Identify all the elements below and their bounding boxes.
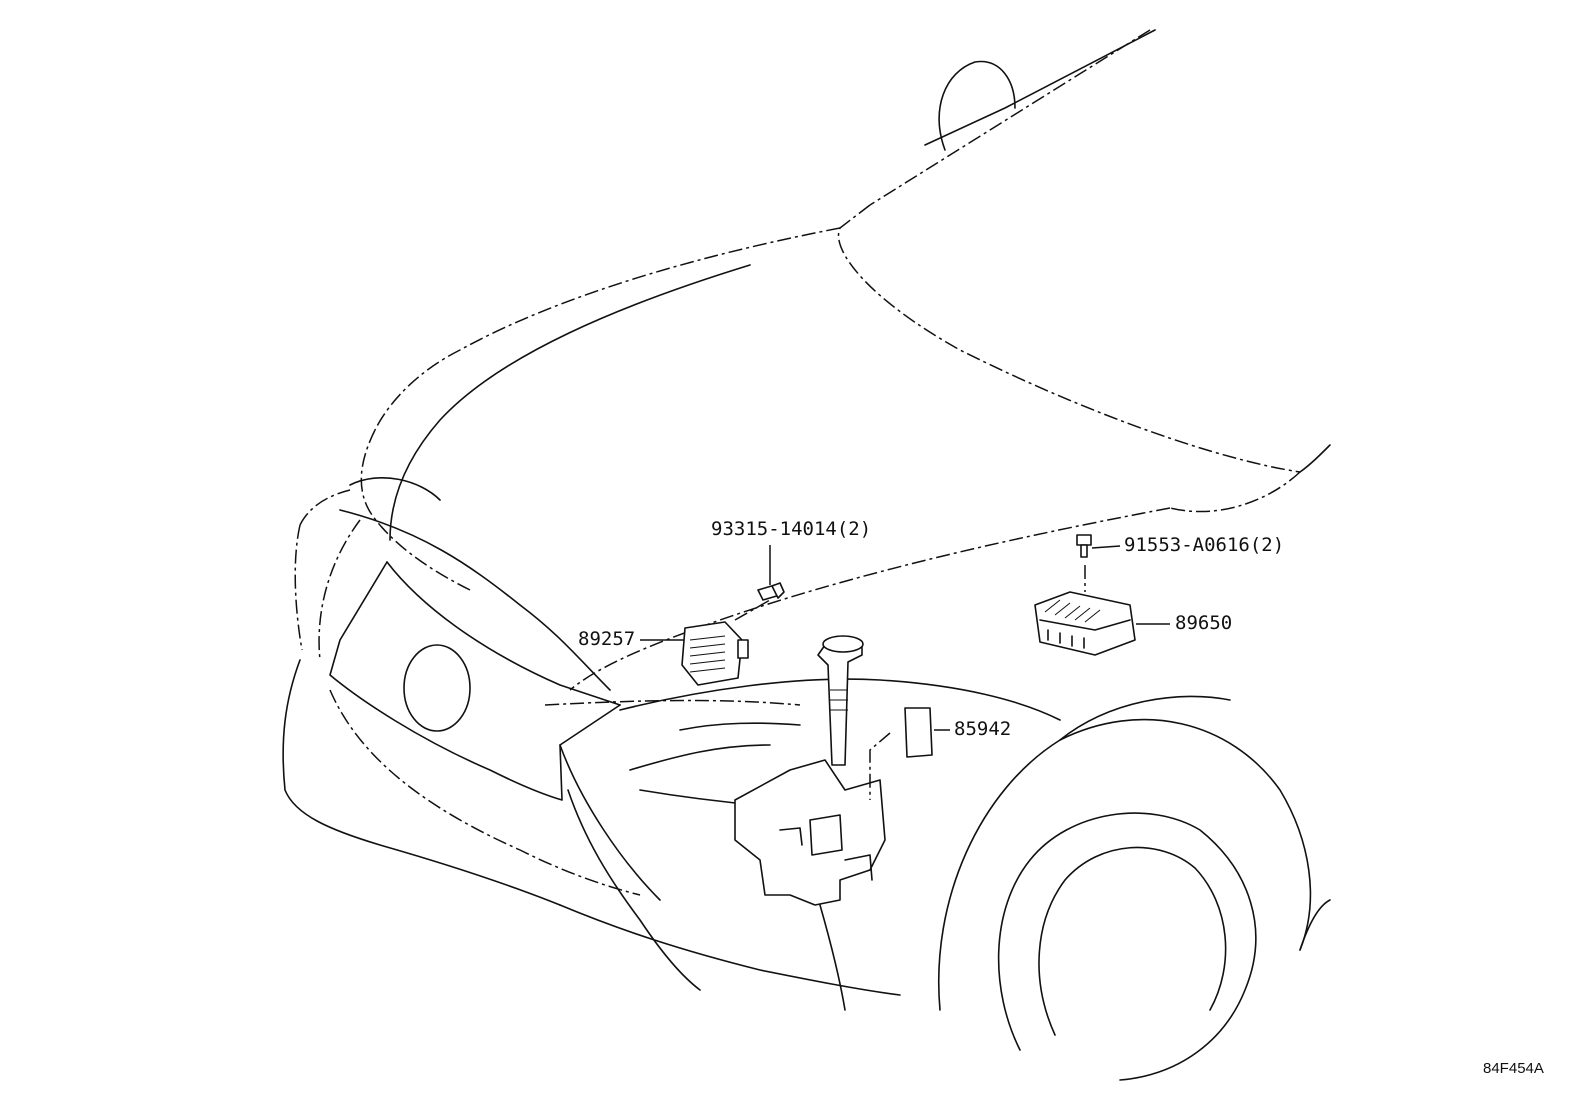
bolt-93315 [757,582,785,601]
wheel-outline [938,695,1331,1081]
windshield-outline [869,29,1331,473]
label-91553: 91553-A0616(2) [1124,534,1285,556]
hood-outline [360,204,1301,691]
washer-filler-neck [817,635,864,766]
part-89650 [1034,565,1136,656]
part-89257 [681,599,771,686]
leader-lines [640,545,1170,731]
label-93315: 93315-14014(2) [711,518,872,540]
diagram-code: 84F454A [1483,1060,1544,1077]
label-85942: 85942 [954,718,1012,740]
washer-tank [734,759,886,1011]
label-89650: 89650 [1175,612,1233,634]
label-89257: 89257 [578,628,636,650]
bolt-91553 [1076,534,1092,558]
grille-outline [329,561,621,801]
headlight-outline [294,477,1061,721]
part-85942 [869,707,933,800]
